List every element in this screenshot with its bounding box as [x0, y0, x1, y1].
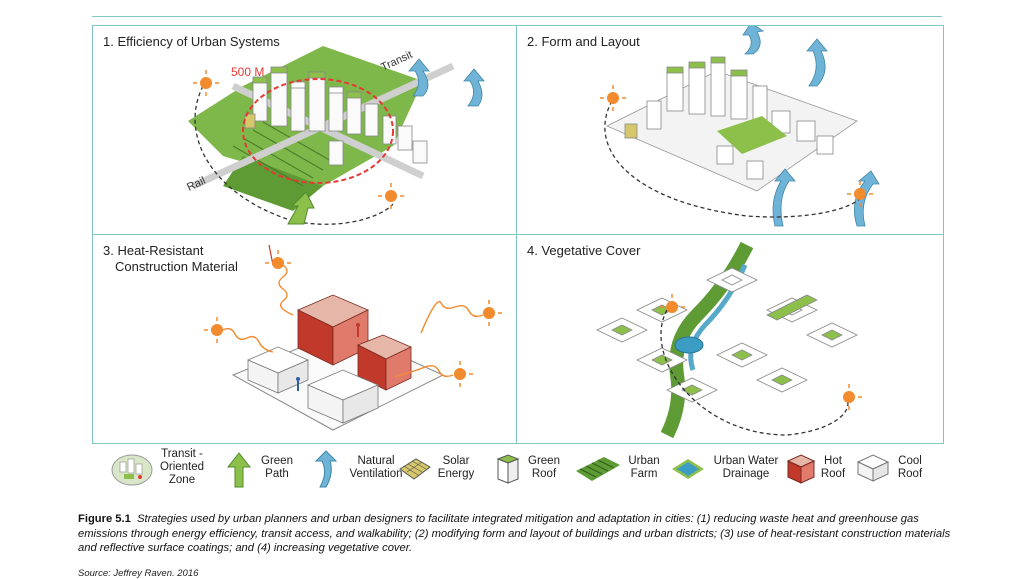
cool-roof-building: [306, 369, 380, 424]
water-drainage-icon: [672, 459, 704, 479]
buildings: [624, 56, 834, 180]
caption-text: Strategies used by urban planners and ur…: [78, 513, 951, 554]
legend-label: Zone: [168, 474, 196, 486]
legend-label: Hot: [824, 455, 842, 467]
buildings: [596, 267, 858, 403]
legend-label: Cool: [898, 455, 922, 467]
hot-roof-icon: [786, 454, 816, 484]
sun-icon: [847, 181, 873, 207]
legend-label: Green: [528, 455, 560, 467]
legend-label: Green: [261, 455, 293, 467]
heat-flow-path: [660, 309, 849, 436]
legend-item-cool-roof: Cool Roof: [856, 447, 938, 495]
legend-label: Solar: [442, 455, 470, 467]
green-roof-icon: [496, 454, 520, 484]
hot-roof-building: [357, 334, 412, 391]
legend-label: Roof: [897, 468, 923, 480]
legend-item-urban-water-drainage: Urban Water Drainage: [670, 447, 790, 495]
panel-vegetative-cover: 4. Vegetative Cover: [516, 234, 944, 444]
ventilation-arrow-icon: [314, 450, 338, 488]
panel-title: 2. Form and Layout: [527, 34, 640, 49]
cool-roof-building: [246, 346, 310, 394]
radius-label: 500 M: [231, 65, 264, 79]
green-space: [717, 116, 787, 154]
urban-systems-illustration: 500 M Transit Rail: [185, 46, 485, 225]
legend-label: Energy: [437, 468, 475, 480]
legend-label: Path: [265, 468, 289, 480]
legend-item-hot-roof: Hot Roof: [786, 447, 856, 495]
legend-label: Farm: [630, 468, 658, 480]
legend-label: Urban: [628, 455, 660, 467]
legend-label: Ventilation: [349, 468, 403, 480]
sun-icon: [600, 85, 626, 111]
sun-icon: [483, 300, 502, 326]
cool-roof-icon: [856, 454, 890, 482]
source-note: Source: Jeffrey Raven. 2016: [78, 568, 199, 579]
form-layout-illustration: [600, 26, 880, 227]
solar-panel-icon: [399, 458, 431, 480]
legend-item-solar-energy: Solar Energy: [398, 447, 484, 495]
construction-material-illustration: [204, 244, 502, 431]
legend-item-green-roof: Green Roof: [496, 447, 570, 495]
sun-icon: [378, 183, 404, 209]
green-path-arrow-icon: [226, 452, 252, 488]
legend-label: Natural: [357, 455, 395, 467]
sun-icon: [843, 384, 862, 410]
legend-item-natural-ventilation: Natural Ventilation: [312, 447, 416, 495]
legend-label: Urban Water: [713, 455, 779, 467]
sun-icon: [454, 361, 473, 387]
figure-diagram: 1. Efficiency of Urban Systems: [92, 16, 944, 444]
legend-label: Transit -: [161, 448, 203, 460]
panel-title: 1. Efficiency of Urban Systems: [103, 34, 280, 49]
figure-caption: Figure 5.1 Strategies used by urban plan…: [78, 512, 958, 556]
legend-item-green-path: Green Path: [226, 447, 304, 495]
transit-label: Transit: [379, 49, 414, 74]
transit-zone-icon: [111, 454, 153, 486]
legend-label: Roof: [531, 468, 557, 480]
sun-icon: [659, 294, 685, 313]
heat-flow-path: [194, 85, 394, 225]
legend-label: Roof: [820, 468, 846, 480]
heat-rays: [222, 264, 484, 378]
panel-title: 4. Vegetative Cover: [527, 243, 641, 258]
legend: Transit - Oriented Zone Green Path Natur…: [108, 447, 938, 495]
legend-label: Oriented: [159, 461, 205, 473]
caption-label: Figure 5.1: [78, 513, 131, 525]
ventilation-arrows: [408, 58, 485, 107]
sun-icon: [193, 70, 219, 96]
ventilation-arrows: [742, 26, 880, 227]
person-icon: [296, 377, 300, 391]
legend-item-transit-zone: Transit - Oriented Zone: [108, 447, 218, 495]
legend-label: Drainage: [722, 468, 770, 480]
panel-form-layout: 2. Form and Layout: [516, 25, 944, 236]
sun-icon: [265, 250, 291, 269]
walk-radius-circle: [242, 78, 394, 184]
person-icon: [356, 323, 360, 337]
urban-farm-icon: [576, 457, 620, 481]
sun-icon: [204, 317, 223, 343]
green-path-arrow: [287, 191, 315, 225]
panel-urban-systems: 1. Efficiency of Urban Systems: [92, 25, 518, 236]
vegetative-cover-illustration: [596, 241, 862, 439]
legend-item-urban-farm: Urban Farm: [574, 447, 670, 495]
water-pond: [674, 336, 704, 354]
